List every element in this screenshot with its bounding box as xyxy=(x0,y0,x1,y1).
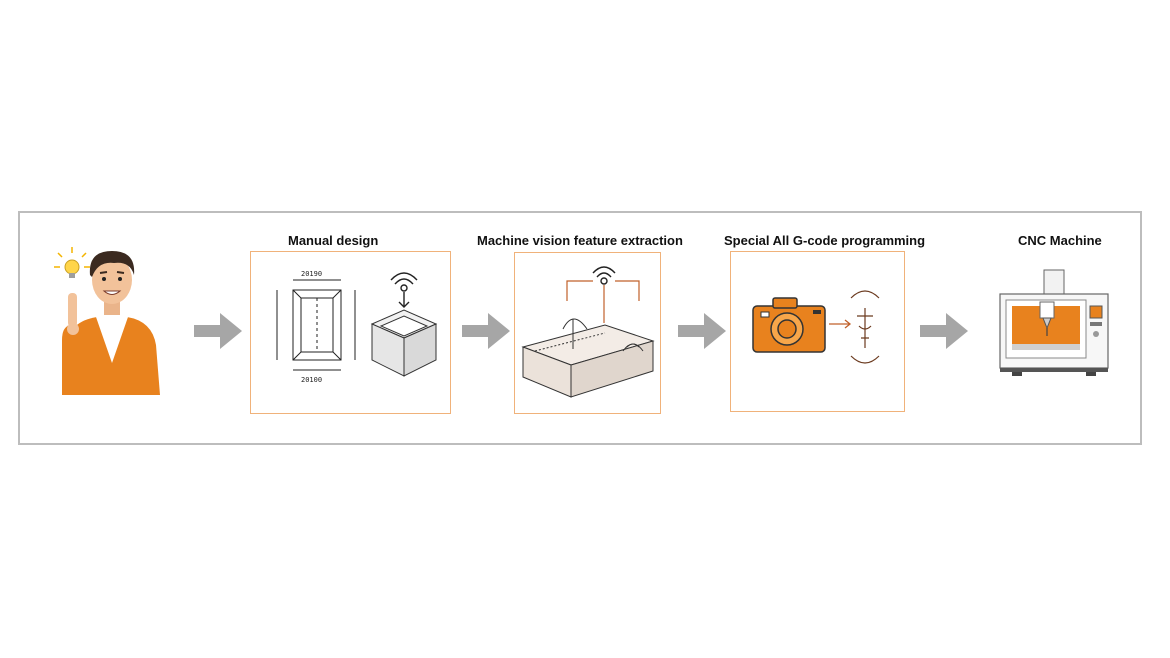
wifi-signal-icon xyxy=(390,272,418,308)
machine-vision-panel xyxy=(514,252,661,414)
step-label-cnc-machine: CNC Machine xyxy=(1018,233,1102,248)
dim-bottom-text: 20100 xyxy=(301,376,322,384)
step-label-manual-design: Manual design xyxy=(288,233,379,248)
lightbulb-icon xyxy=(54,247,90,278)
arrow-right-icon xyxy=(678,313,726,349)
feature-extraction-drawing xyxy=(521,266,655,398)
camera-icon xyxy=(752,297,826,353)
step-label-gcode-programming: Special All G-code programming xyxy=(724,233,926,248)
wifi-signal-icon xyxy=(592,266,616,285)
open-box-model xyxy=(370,309,438,377)
arrow-right-icon xyxy=(920,313,968,349)
technical-drawing: 20190 20100 xyxy=(276,270,438,384)
manual-design-panel: 20190 20100 xyxy=(250,251,451,414)
person-with-idea-illustration xyxy=(54,247,160,395)
cnc-machine-icon xyxy=(999,269,1109,376)
gcode-programming-panel xyxy=(730,251,905,412)
spindle-icon xyxy=(850,290,880,364)
gcode-drawing xyxy=(752,290,880,364)
arrow-right-icon xyxy=(194,313,242,349)
step-label-machine-vision: Machine vision feature extraction xyxy=(477,233,683,248)
arrow-right-icon xyxy=(462,313,510,349)
dim-top-text: 20190 xyxy=(301,270,322,278)
